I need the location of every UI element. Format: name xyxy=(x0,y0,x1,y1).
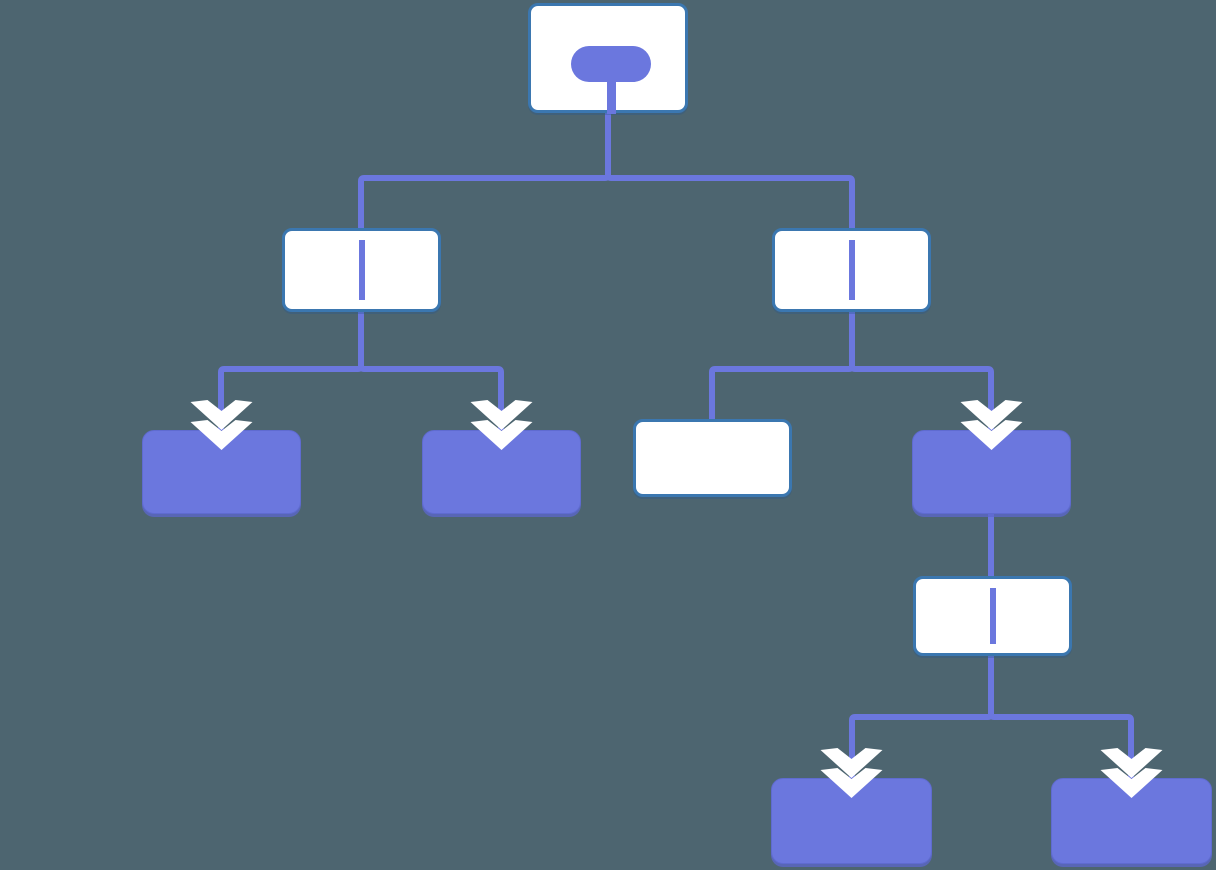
root-stem-connector xyxy=(606,78,616,114)
node-n3[interactable] xyxy=(772,228,931,312)
node-n1[interactable] xyxy=(528,3,688,114)
node-n4[interactable] xyxy=(142,430,301,514)
node-through-connector xyxy=(358,240,365,300)
node-n8[interactable] xyxy=(913,576,1072,656)
node-n6[interactable] xyxy=(633,419,792,497)
node-n5[interactable] xyxy=(422,430,581,514)
node-through-connector xyxy=(989,588,996,644)
node-n10[interactable] xyxy=(1051,778,1212,864)
node-n9[interactable] xyxy=(771,778,932,864)
node-through-connector xyxy=(848,240,855,300)
node-n2[interactable] xyxy=(282,228,441,312)
node-n7[interactable] xyxy=(912,430,1071,514)
root-pill-icon xyxy=(571,46,651,82)
